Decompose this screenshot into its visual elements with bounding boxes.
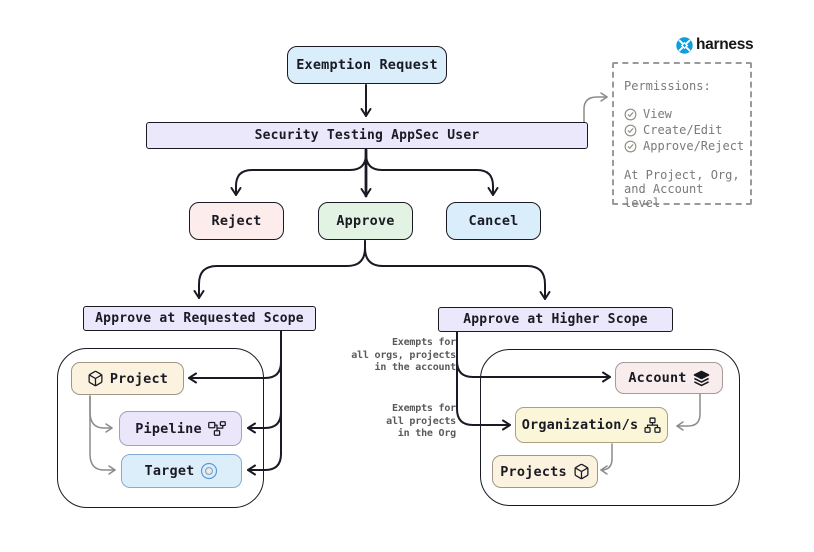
permission-item: View [624,107,744,121]
node-label: Approve at Higher Scope [463,312,648,327]
node-label: Approve at Requested Scope [95,311,304,326]
check-circle-icon [624,124,637,136]
pipeline-icon [207,421,226,436]
node-account: Account [615,362,723,394]
harness-logo: harness [676,36,754,54]
arrow-appsec-to-permissions [583,92,608,123]
brand-name: harness [696,36,754,53]
node-organizations: Organization/s [515,407,668,443]
annotation-account-exemption: Exempts for all orgs, projects in the ac… [351,337,456,373]
permissions-title: Permissions: [624,79,711,93]
arrow-appsec-to-reject [230,149,367,196]
node-label: Organization/s [521,417,639,433]
node-target: Target [121,454,242,488]
node-pipeline: Pipeline [119,411,242,446]
layers-icon [693,370,710,386]
node-label: Account [628,370,687,386]
permissions-scope-note: At Project, Org, and Account level [624,168,740,210]
node-label: Approve [336,213,395,229]
node-exemption-request: Exemption Request [287,46,447,84]
node-higher-scope: Approve at Higher Scope [438,307,673,332]
node-label: Exemption Request [296,57,438,73]
node-projects: Projects [492,455,598,488]
node-label: Reject [211,213,262,229]
permission-label: Approve/Reject [643,139,745,153]
node-label: Pipeline [135,420,202,437]
arrow-approve-to-higher-scope [364,240,551,300]
node-requested-scope: Approve at Requested Scope [83,306,316,331]
arrow-appsec-to-cancel [365,149,499,196]
permission-item: Approve/Reject [624,139,744,153]
permissions-panel: Permissions: View Create/Edit Approve/Re… [612,62,752,210]
node-label: Cancel [468,213,519,229]
node-label: Target [144,463,195,479]
permission-item: Create/Edit [624,123,744,137]
node-appsec-user: Security Testing AppSec User [146,122,588,149]
node-label: Projects [500,463,567,480]
permission-label: View [643,107,672,121]
check-circle-icon [624,140,637,152]
cube-icon [574,463,589,480]
node-project: Project [71,362,184,395]
annotation-org-exemption: Exempts for all projects in the Org [386,403,456,439]
node-label: Security Testing AppSec User [254,128,480,143]
arrow-approve-to-requested-scope [193,240,366,299]
node-cancel: Cancel [446,202,541,240]
cube-icon [88,370,103,387]
harness-logo-icon [676,36,693,54]
target-icon [201,462,218,480]
org-chart-icon [644,416,661,433]
node-reject: Reject [189,202,284,240]
permission-label: Create/Edit [643,123,723,137]
node-approve: Approve [318,202,413,240]
node-label: Project [109,370,169,387]
check-circle-icon [624,108,637,120]
